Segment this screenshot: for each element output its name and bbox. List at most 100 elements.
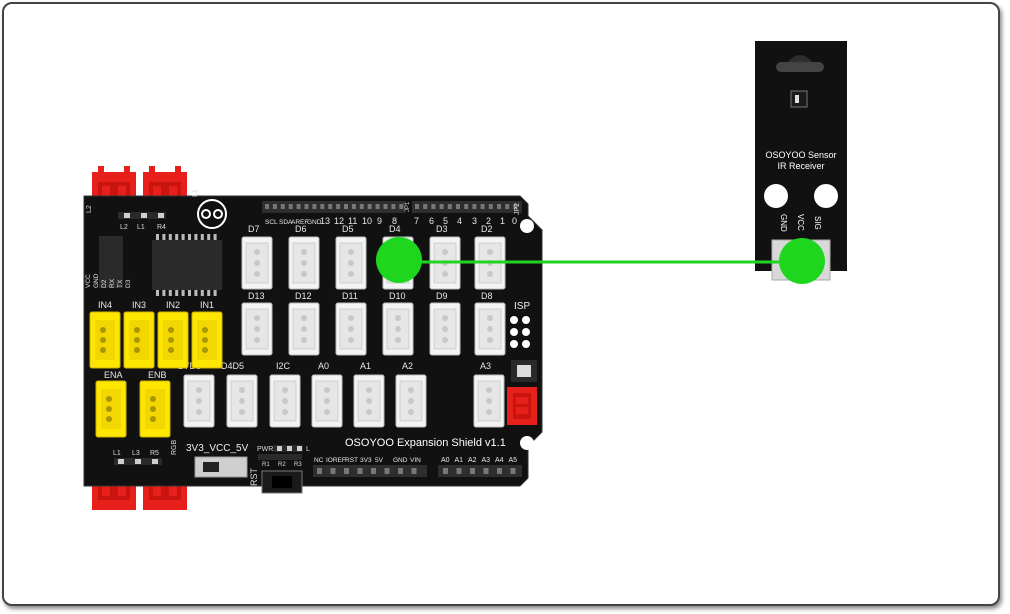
motor-input-in3[interactable] bbox=[123, 311, 155, 369]
header-pin bbox=[431, 204, 436, 209]
sensor-subtitle: IR Receiver bbox=[777, 161, 824, 171]
power-pin-label-3v3: 3V3 bbox=[360, 457, 372, 464]
side-pin-label: D2 bbox=[101, 279, 108, 288]
header-pin bbox=[265, 204, 269, 209]
header-pin bbox=[391, 204, 396, 209]
port-label-d9: D9 bbox=[436, 291, 448, 301]
header-pin bbox=[328, 204, 333, 209]
port-label-d12: D12 bbox=[295, 291, 312, 301]
port-label-a3: A3 bbox=[480, 361, 491, 371]
smd-led bbox=[152, 459, 158, 464]
header-pin bbox=[464, 204, 469, 209]
analog-pin-label-a3: A3 bbox=[482, 457, 491, 464]
isp-header bbox=[510, 316, 530, 348]
header-pin bbox=[304, 204, 309, 209]
port-d13[interactable] bbox=[241, 302, 273, 356]
analog-header bbox=[438, 465, 522, 477]
port-a3[interactable] bbox=[473, 374, 505, 428]
resistor-r2: R2 bbox=[278, 462, 286, 468]
smd-led bbox=[287, 446, 292, 451]
port-i2c[interactable] bbox=[269, 374, 301, 428]
header-pin bbox=[505, 204, 510, 209]
motor-input-in1[interactable] bbox=[191, 311, 223, 369]
port-d11[interactable] bbox=[335, 302, 367, 356]
jp2-label: JP2 bbox=[514, 203, 521, 215]
port-d6[interactable] bbox=[288, 236, 320, 290]
side-label-l2: L2 bbox=[86, 205, 93, 213]
port-label-d13: D13 bbox=[248, 291, 265, 301]
chip-leg bbox=[207, 234, 211, 240]
rst-label: RST bbox=[249, 467, 259, 486]
header-pin bbox=[351, 204, 356, 209]
smd-led bbox=[135, 459, 141, 464]
header-label-13: 13 bbox=[320, 216, 330, 226]
header-label-8: 8 bbox=[392, 216, 397, 226]
enable-ena[interactable] bbox=[95, 380, 127, 438]
port-d8[interactable] bbox=[474, 302, 506, 356]
power-pin-label-ioref: IOREF bbox=[326, 457, 346, 464]
enable-label-ena: ENA bbox=[104, 370, 123, 380]
header-label-2: 2 bbox=[486, 216, 491, 226]
chip-leg bbox=[175, 290, 179, 296]
power-pin-label-nc: NC bbox=[314, 457, 324, 464]
port-d10[interactable] bbox=[382, 302, 414, 356]
voltage-switch-label: 3V3_VCC_5V bbox=[186, 443, 249, 454]
motor-input-label-in3: IN3 bbox=[132, 300, 146, 310]
motor-driver-chip bbox=[152, 234, 222, 296]
header-label-1: 1 bbox=[500, 216, 505, 226]
port-a2[interactable] bbox=[395, 374, 427, 428]
pwr-label: PWR bbox=[257, 446, 273, 453]
port-label-d4: D4 bbox=[389, 224, 401, 234]
side-pin-label: VCC bbox=[85, 274, 92, 288]
mounting-hole-bottom bbox=[520, 436, 534, 450]
chip-leg bbox=[162, 290, 166, 296]
port-d4d5[interactable] bbox=[226, 374, 258, 428]
port-a0[interactable] bbox=[311, 374, 343, 428]
port-d5[interactable] bbox=[335, 236, 367, 290]
header-pin bbox=[497, 204, 501, 209]
voltage-switch[interactable] bbox=[194, 456, 248, 478]
analog-pin-label-a5: A5 bbox=[509, 457, 518, 464]
chip-leg bbox=[200, 290, 204, 296]
enable-enb[interactable] bbox=[139, 380, 171, 438]
chip-leg bbox=[200, 234, 204, 240]
header-pin bbox=[344, 204, 348, 209]
port-label-d8: D8 bbox=[481, 291, 493, 301]
resistor-r1: R1 bbox=[262, 462, 270, 468]
wire-endpoint-vcc[interactable] bbox=[779, 238, 825, 284]
header-pin bbox=[483, 468, 489, 474]
port-a1[interactable] bbox=[353, 374, 385, 428]
header-pin bbox=[272, 204, 277, 209]
header-pin bbox=[357, 468, 363, 474]
port-d9[interactable] bbox=[429, 302, 461, 356]
header-label-11: 11 bbox=[348, 216, 357, 226]
header-label-7: 7 bbox=[414, 216, 419, 226]
isp-label: ISP bbox=[514, 301, 530, 312]
rst-button[interactable] bbox=[261, 470, 303, 494]
header-pin bbox=[336, 204, 341, 209]
port-d7[interactable] bbox=[241, 236, 273, 290]
osoyoo-logo bbox=[197, 199, 227, 229]
header-pin bbox=[317, 468, 322, 474]
motor-input-in2[interactable] bbox=[157, 311, 189, 369]
header-label-10: 10 bbox=[362, 216, 372, 226]
chip-leg bbox=[213, 234, 217, 240]
resistor-r3: R3 bbox=[294, 462, 302, 468]
header-pin bbox=[447, 204, 452, 209]
led-label-r4: R4 bbox=[157, 224, 166, 231]
port-label-d6: D6 bbox=[295, 224, 307, 234]
enable-label-enb: ENB bbox=[148, 370, 167, 380]
header-label-12: 12 bbox=[334, 216, 344, 226]
port-d7d8[interactable] bbox=[183, 374, 215, 428]
analog-pin-label-a1: A1 bbox=[455, 457, 464, 464]
analog-pin-label-a2: A2 bbox=[468, 457, 477, 464]
header-pin bbox=[470, 468, 475, 474]
rgb-label: RGB bbox=[171, 440, 178, 456]
port-d12[interactable] bbox=[288, 302, 320, 356]
motor-input-label-in1: IN1 bbox=[200, 300, 214, 310]
smd-led bbox=[124, 213, 130, 218]
header-label-0: 0 bbox=[512, 216, 517, 226]
motor-input-in4[interactable] bbox=[89, 311, 121, 369]
chip-leg bbox=[213, 290, 217, 296]
wire-endpoint-d4[interactable] bbox=[376, 237, 422, 283]
